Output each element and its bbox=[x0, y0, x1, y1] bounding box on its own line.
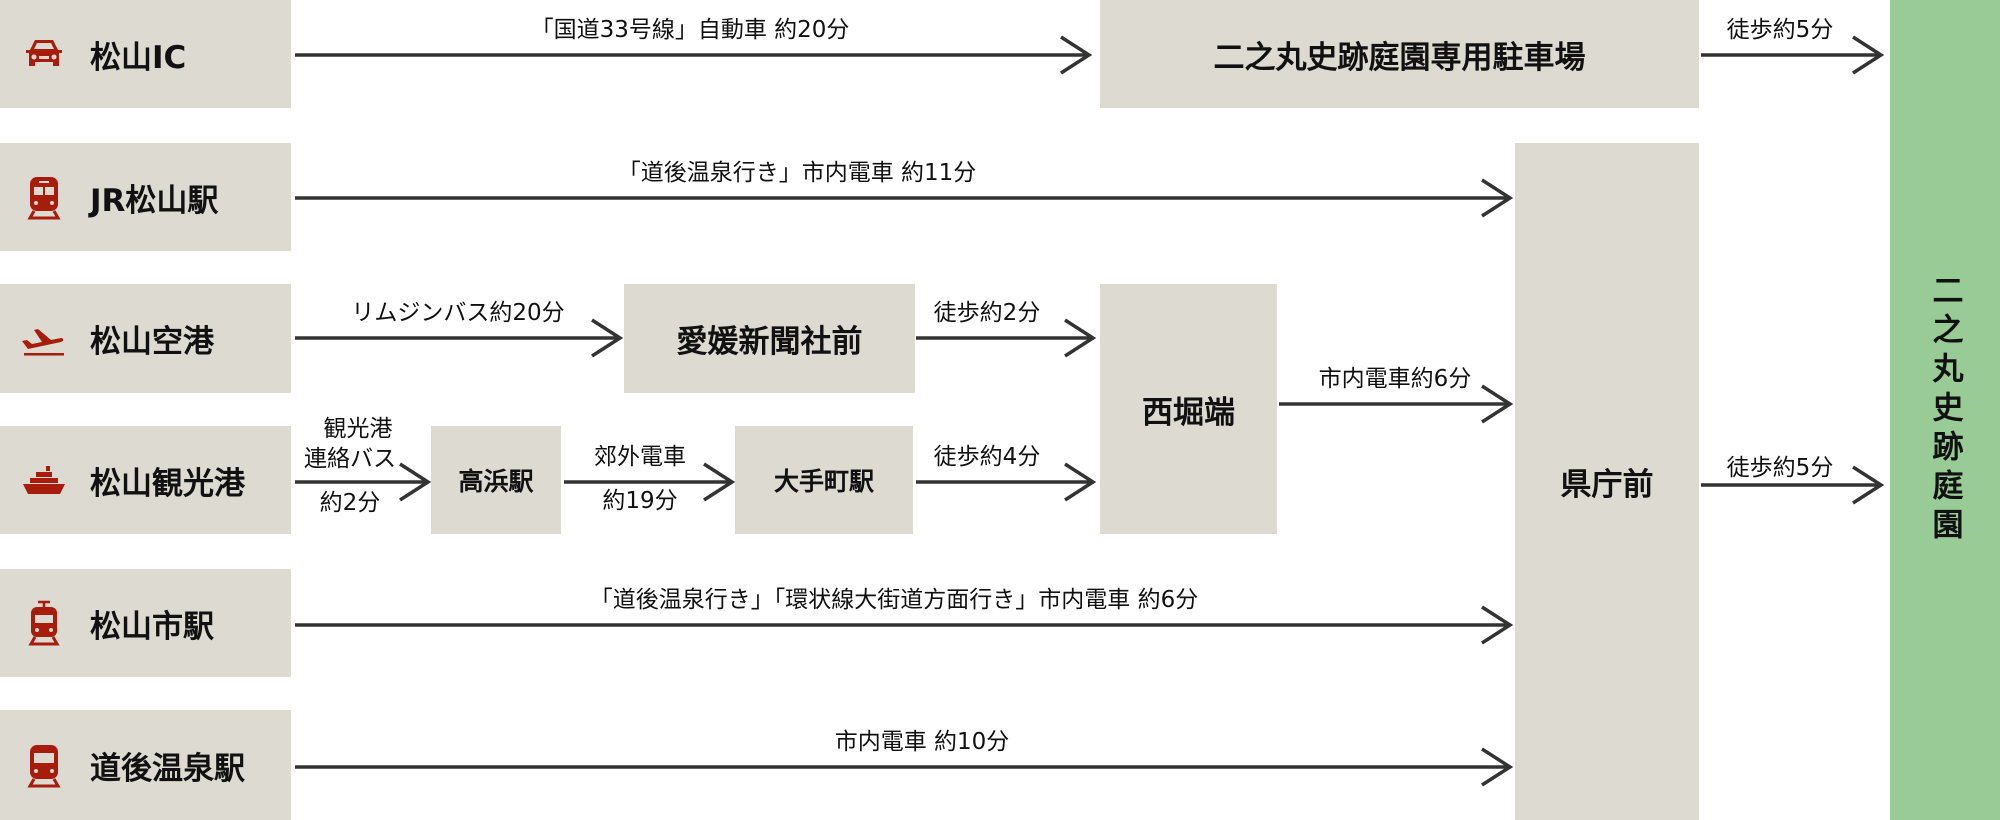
stop-otemachi: 大手町駅 bbox=[735, 426, 913, 534]
stop-label: 大手町駅 bbox=[773, 467, 874, 496]
origin-label: 松山空港 bbox=[90, 324, 214, 360]
train-icon bbox=[27, 177, 61, 220]
arrow-airport-bus bbox=[295, 318, 624, 358]
arrow-ic-to-parking bbox=[295, 35, 1093, 75]
stop-takahama: 高浜駅 bbox=[431, 426, 561, 534]
route-label: 「道後温泉行き」市内電車 約11分 bbox=[617, 160, 977, 186]
train-icon bbox=[27, 745, 61, 788]
airplane-icon bbox=[22, 328, 64, 355]
arrow-suburban-train bbox=[564, 462, 736, 502]
destination-ninomaru-garden: 二之丸史跡庭園 bbox=[1890, 0, 2000, 820]
stop-label: 西堀端 bbox=[1142, 394, 1235, 431]
route-label: 市内電車 約10分 bbox=[834, 729, 1010, 755]
stop-nishihoribata: 西堀端 bbox=[1100, 284, 1277, 534]
arrow-port-bus bbox=[295, 462, 432, 502]
origin-label: 松山観光港 bbox=[90, 465, 245, 502]
route-label: 「国道33号線」自動車 約20分 bbox=[530, 17, 850, 43]
arrow-jr-to-kencho bbox=[295, 178, 1514, 218]
tram-icon bbox=[28, 600, 60, 646]
stop-kenchomae: 県庁前 bbox=[1515, 143, 1699, 820]
origin-jr-matsuyama: JR松山駅 bbox=[0, 143, 291, 251]
route-label: 徒歩約2分 bbox=[933, 300, 1041, 326]
route-label: 約2分 bbox=[319, 490, 381, 516]
arrow-otemachi-walk bbox=[916, 462, 1097, 502]
stop-label: 高浜駅 bbox=[458, 467, 534, 496]
origin-label: JR松山駅 bbox=[90, 182, 219, 219]
origin-label: 道後温泉駅 bbox=[90, 750, 245, 787]
stop-parking: 二之丸史跡庭園専用駐車場 bbox=[1100, 0, 1699, 108]
origin-matsuyama-city-station: 松山市駅 bbox=[0, 569, 291, 677]
destination-label: 二之丸史跡庭園 bbox=[1926, 273, 1963, 547]
car-icon bbox=[26, 40, 62, 66]
stop-ehime-shimbun: 愛媛新聞社前 bbox=[624, 284, 915, 393]
origin-label: 松山市駅 bbox=[90, 608, 214, 645]
route-label: 「道後温泉行き」「環状線大街道方面行き」市内電車 約6分 bbox=[589, 587, 1199, 613]
route-label: 約19分 bbox=[602, 488, 678, 514]
route-label: 徒歩約5分 bbox=[1726, 455, 1834, 481]
route-label: 観光港 bbox=[323, 416, 393, 442]
origin-matsuyama-airport: 松山空港 bbox=[0, 284, 291, 393]
route-label: 徒歩約4分 bbox=[933, 444, 1041, 470]
arrow-nishihori-tram bbox=[1279, 384, 1514, 424]
route-label: リムジンバス約20分 bbox=[351, 300, 565, 326]
arrow-ehime-walk bbox=[916, 318, 1097, 358]
route-label: 連絡バス bbox=[304, 446, 396, 472]
ship-icon bbox=[23, 466, 65, 494]
arrow-parking-walk bbox=[1701, 35, 1885, 75]
origin-label: 松山IC bbox=[90, 39, 187, 76]
route-label: 市内電車約6分 bbox=[1318, 366, 1472, 392]
origin-dogo-onsen-station: 道後温泉駅 bbox=[0, 710, 291, 820]
origin-matsuyama-ic: 松山IC bbox=[0, 0, 291, 108]
arrow-dogo-to-kencho bbox=[295, 747, 1514, 787]
stop-label: 県庁前 bbox=[1560, 467, 1654, 503]
route-label: 郊外電車 bbox=[594, 444, 686, 470]
route-label: 徒歩約5分 bbox=[1726, 17, 1834, 43]
arrow-kencho-walk bbox=[1701, 465, 1885, 505]
arrow-city-to-kencho bbox=[295, 605, 1514, 645]
stop-label: 二之丸史跡庭園専用駐車場 bbox=[1213, 39, 1586, 76]
origin-matsuyama-port: 松山観光港 bbox=[0, 426, 291, 534]
stop-label: 愛媛新聞社前 bbox=[676, 324, 863, 360]
